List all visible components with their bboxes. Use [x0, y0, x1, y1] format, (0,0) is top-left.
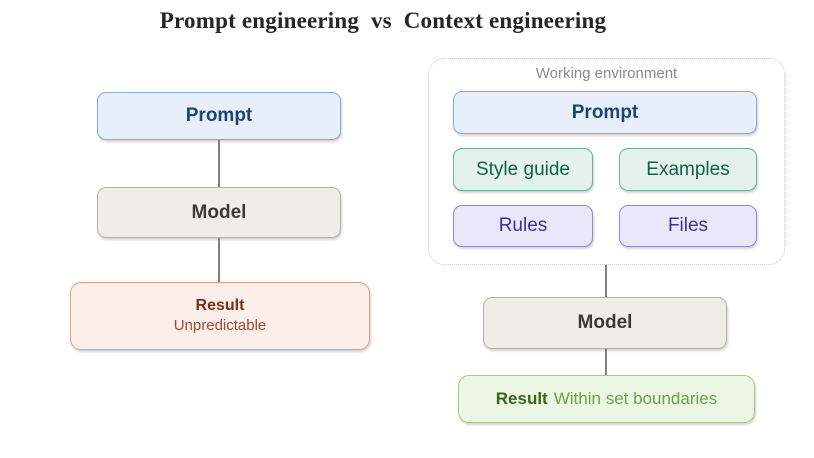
- examples-label: Examples: [646, 158, 730, 180]
- left-prompt-label: Prompt: [185, 105, 253, 127]
- context-item-rules: Rules: [453, 205, 593, 247]
- right-connector-model-result: [605, 349, 607, 375]
- left-result-box: Result Unpredictable: [70, 282, 370, 350]
- left-model-label: Model: [191, 201, 247, 223]
- right-prompt-box: Prompt: [453, 91, 757, 134]
- files-label: Files: [667, 215, 709, 237]
- left-result-label: Result: [195, 297, 245, 315]
- right-model-box: Model: [483, 297, 727, 349]
- right-result-note: Within set boundaries: [553, 389, 718, 409]
- context-item-style-guide: Style guide: [453, 148, 593, 191]
- context-item-files: Files: [619, 205, 757, 247]
- style-guide-label: Style guide: [475, 158, 570, 180]
- left-result-note: Unpredictable: [173, 317, 267, 335]
- right-result-box: Result Within set boundaries: [458, 375, 755, 423]
- working-environment-label: Working environment: [535, 65, 678, 82]
- left-connector-model-result: [218, 238, 220, 282]
- left-model-box: Model: [97, 187, 341, 238]
- left-connector-prompt-model: [218, 140, 220, 187]
- right-result-label: Result: [495, 389, 548, 409]
- right-prompt-label: Prompt: [571, 101, 639, 123]
- left-prompt-box: Prompt: [97, 92, 341, 140]
- right-model-label: Model: [577, 312, 633, 334]
- diagram-title: Prompt engineering vs Context engineerin…: [159, 8, 607, 33]
- rules-label: Rules: [498, 215, 548, 237]
- context-item-examples: Examples: [619, 148, 757, 191]
- right-connector-env-model: [605, 265, 607, 297]
